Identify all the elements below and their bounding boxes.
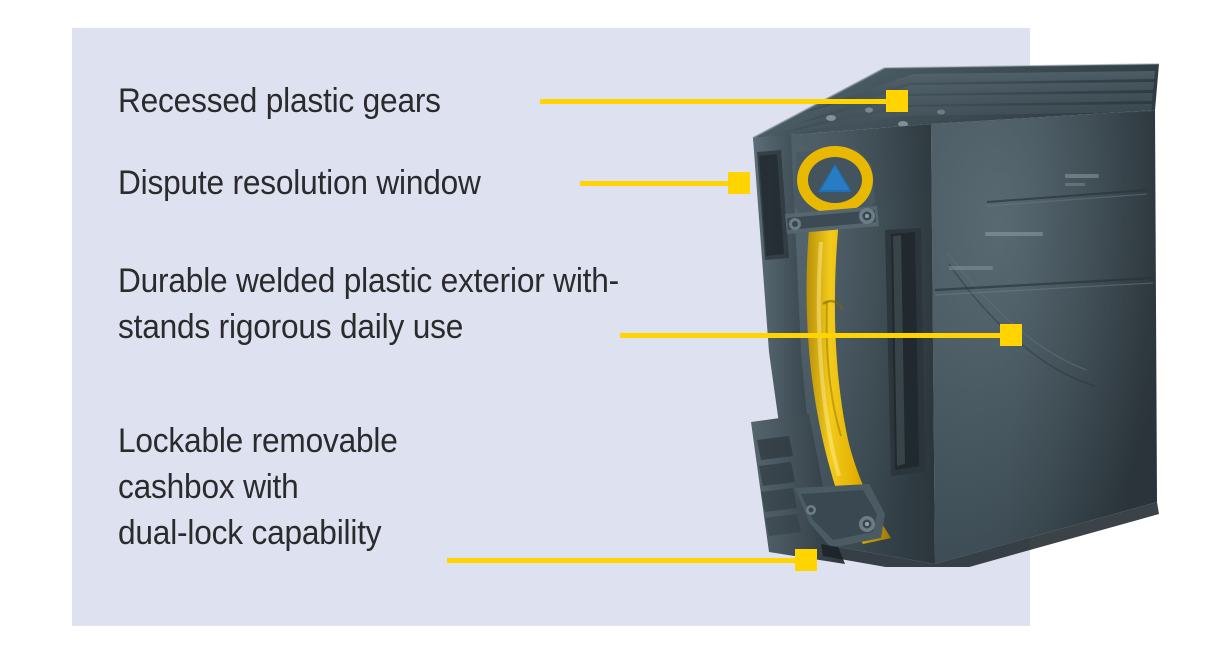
leader-line-dispute-resolution-window [580,181,732,186]
callout-label-lockable-removable-cashbox: Lockable removable cashbox with dual-loc… [118,422,398,552]
callout-marker-dispute-resolution-window [728,172,750,194]
drawer-latch-bar-top [785,206,879,234]
callout-marker-recessed-plastic-gears [886,90,908,112]
drawer-recessed-grip-channel [885,228,925,476]
callout-label-durable-welded-plastic-exterior: Durable welded plastic exterior with- st… [118,262,620,346]
drawer-right-side-panel [931,110,1157,564]
leader-line-recessed-plastic-gears [540,99,888,104]
drawer-bottom-edge [821,502,1159,567]
callout-label-dispute-resolution-window: Dispute resolution window [118,164,481,202]
callout-marker-lockable-removable-cashbox [795,549,817,571]
leader-line-lockable-removable-cashbox [447,558,800,563]
callout-label-recessed-plastic-gears: Recessed plastic gears [118,82,441,120]
drawer-latch-bar-bottom [795,484,885,548]
leader-line-durable-welded-plastic-exterior [620,333,1002,338]
drawer-status-indicator [793,146,875,224]
callout-marker-durable-welded-plastic-exterior [1000,324,1022,346]
product-photo-cash-drawer [735,52,1165,567]
drawer-yellow-handle [806,192,891,544]
